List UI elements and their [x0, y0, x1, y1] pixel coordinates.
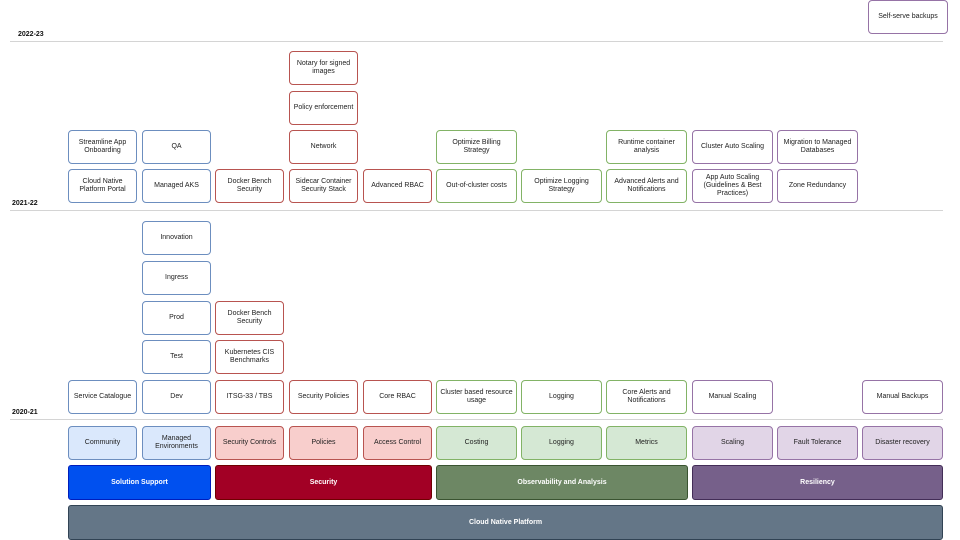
era-divider-2022	[10, 41, 943, 42]
item-migration-managed-databases: Migration to Managed Databases	[777, 130, 858, 164]
item-sidecar-container-security-stack: Sidecar Container Security Stack	[289, 169, 358, 203]
item-core-rbac: Core RBAC	[363, 380, 432, 414]
category-policies: Policies	[289, 426, 358, 460]
item-managed-aks: Managed AKS	[142, 169, 211, 203]
item-manual-backups: Manual Backups	[862, 380, 943, 414]
item-dev: Dev	[142, 380, 211, 414]
pillar-observability-analysis: Observability and Analysis	[436, 465, 688, 500]
item-runtime-container-analysis: Runtime container analysis	[606, 130, 687, 164]
era-divider-2021	[10, 210, 943, 211]
category-managed-environments: Managed Environments	[142, 426, 211, 460]
item-network: Network	[289, 130, 358, 164]
era-divider-2020	[10, 419, 943, 420]
cloud-native-platform-base: Cloud Native Platform	[68, 505, 943, 540]
item-prod: Prod	[142, 301, 211, 335]
category-logging: Logging	[521, 426, 602, 460]
item-innovation: Innovation	[142, 221, 211, 255]
item-test: Test	[142, 340, 211, 374]
item-kubernetes-cis-benchmarks: Kubernetes CIS Benchmarks	[215, 340, 284, 374]
category-costing: Costing	[436, 426, 517, 460]
item-docker-bench-security-2020: Docker Bench Security	[215, 301, 284, 335]
pillar-security: Security	[215, 465, 432, 500]
item-advanced-alerts-notifications: Advanced Alerts and Notifications	[606, 169, 687, 203]
item-cluster-auto-scaling: Cluster Auto Scaling	[692, 130, 773, 164]
item-qa: QA	[142, 130, 211, 164]
era-label-2021: 2021-22	[12, 200, 38, 207]
item-itsg33-tbs: ITSG-33 / TBS	[215, 380, 284, 414]
item-self-serve-backups: Self-serve backups	[868, 0, 948, 34]
category-disaster-recovery: Disaster recovery	[862, 426, 943, 460]
pillar-solution-support: Solution Support	[68, 465, 211, 500]
item-advanced-rbac: Advanced RBAC	[363, 169, 432, 203]
category-community: Community	[68, 426, 137, 460]
category-scaling: Scaling	[692, 426, 773, 460]
item-cloud-native-platform-portal: Cloud Native Platform Portal	[68, 169, 137, 203]
item-streamline-app-onboarding: Streamline App Onboarding	[68, 130, 137, 164]
item-security-policies: Security Policies	[289, 380, 358, 414]
item-core-alerts-notifications: Core Alerts and Notifications	[606, 380, 687, 414]
era-label-2020: 2020-21	[12, 409, 38, 416]
category-access-control: Access Control	[363, 426, 432, 460]
item-zone-redundancy: Zone Redundancy	[777, 169, 858, 203]
item-optimize-billing-strategy: Optimize Billing Strategy	[436, 130, 517, 164]
item-ingress: Ingress	[142, 261, 211, 295]
item-out-of-cluster-costs: Out-of-cluster costs	[436, 169, 517, 203]
item-app-auto-scaling: App Auto Scaling (Guidelines & Best Prac…	[692, 169, 773, 203]
item-service-catalogue: Service Catalogue	[68, 380, 137, 414]
pillar-resiliency: Resiliency	[692, 465, 943, 500]
item-notary-signed-images: Notary for signed images	[289, 51, 358, 85]
category-fault-tolerance: Fault Tolerance	[777, 426, 858, 460]
item-docker-bench-security-2021: Docker Bench Security	[215, 169, 284, 203]
item-manual-scaling: Manual Scaling	[692, 380, 773, 414]
category-security-controls: Security Controls	[215, 426, 284, 460]
item-cluster-based-resource-usage: Cluster based resource usage	[436, 380, 517, 414]
item-policy-enforcement: Policy enforcement	[289, 91, 358, 125]
era-label-2022: 2022-23	[18, 31, 44, 38]
item-optimize-logging-strategy: Optimize Logging Strategy	[521, 169, 602, 203]
item-logging-2020: Logging	[521, 380, 602, 414]
category-metrics: Metrics	[606, 426, 687, 460]
